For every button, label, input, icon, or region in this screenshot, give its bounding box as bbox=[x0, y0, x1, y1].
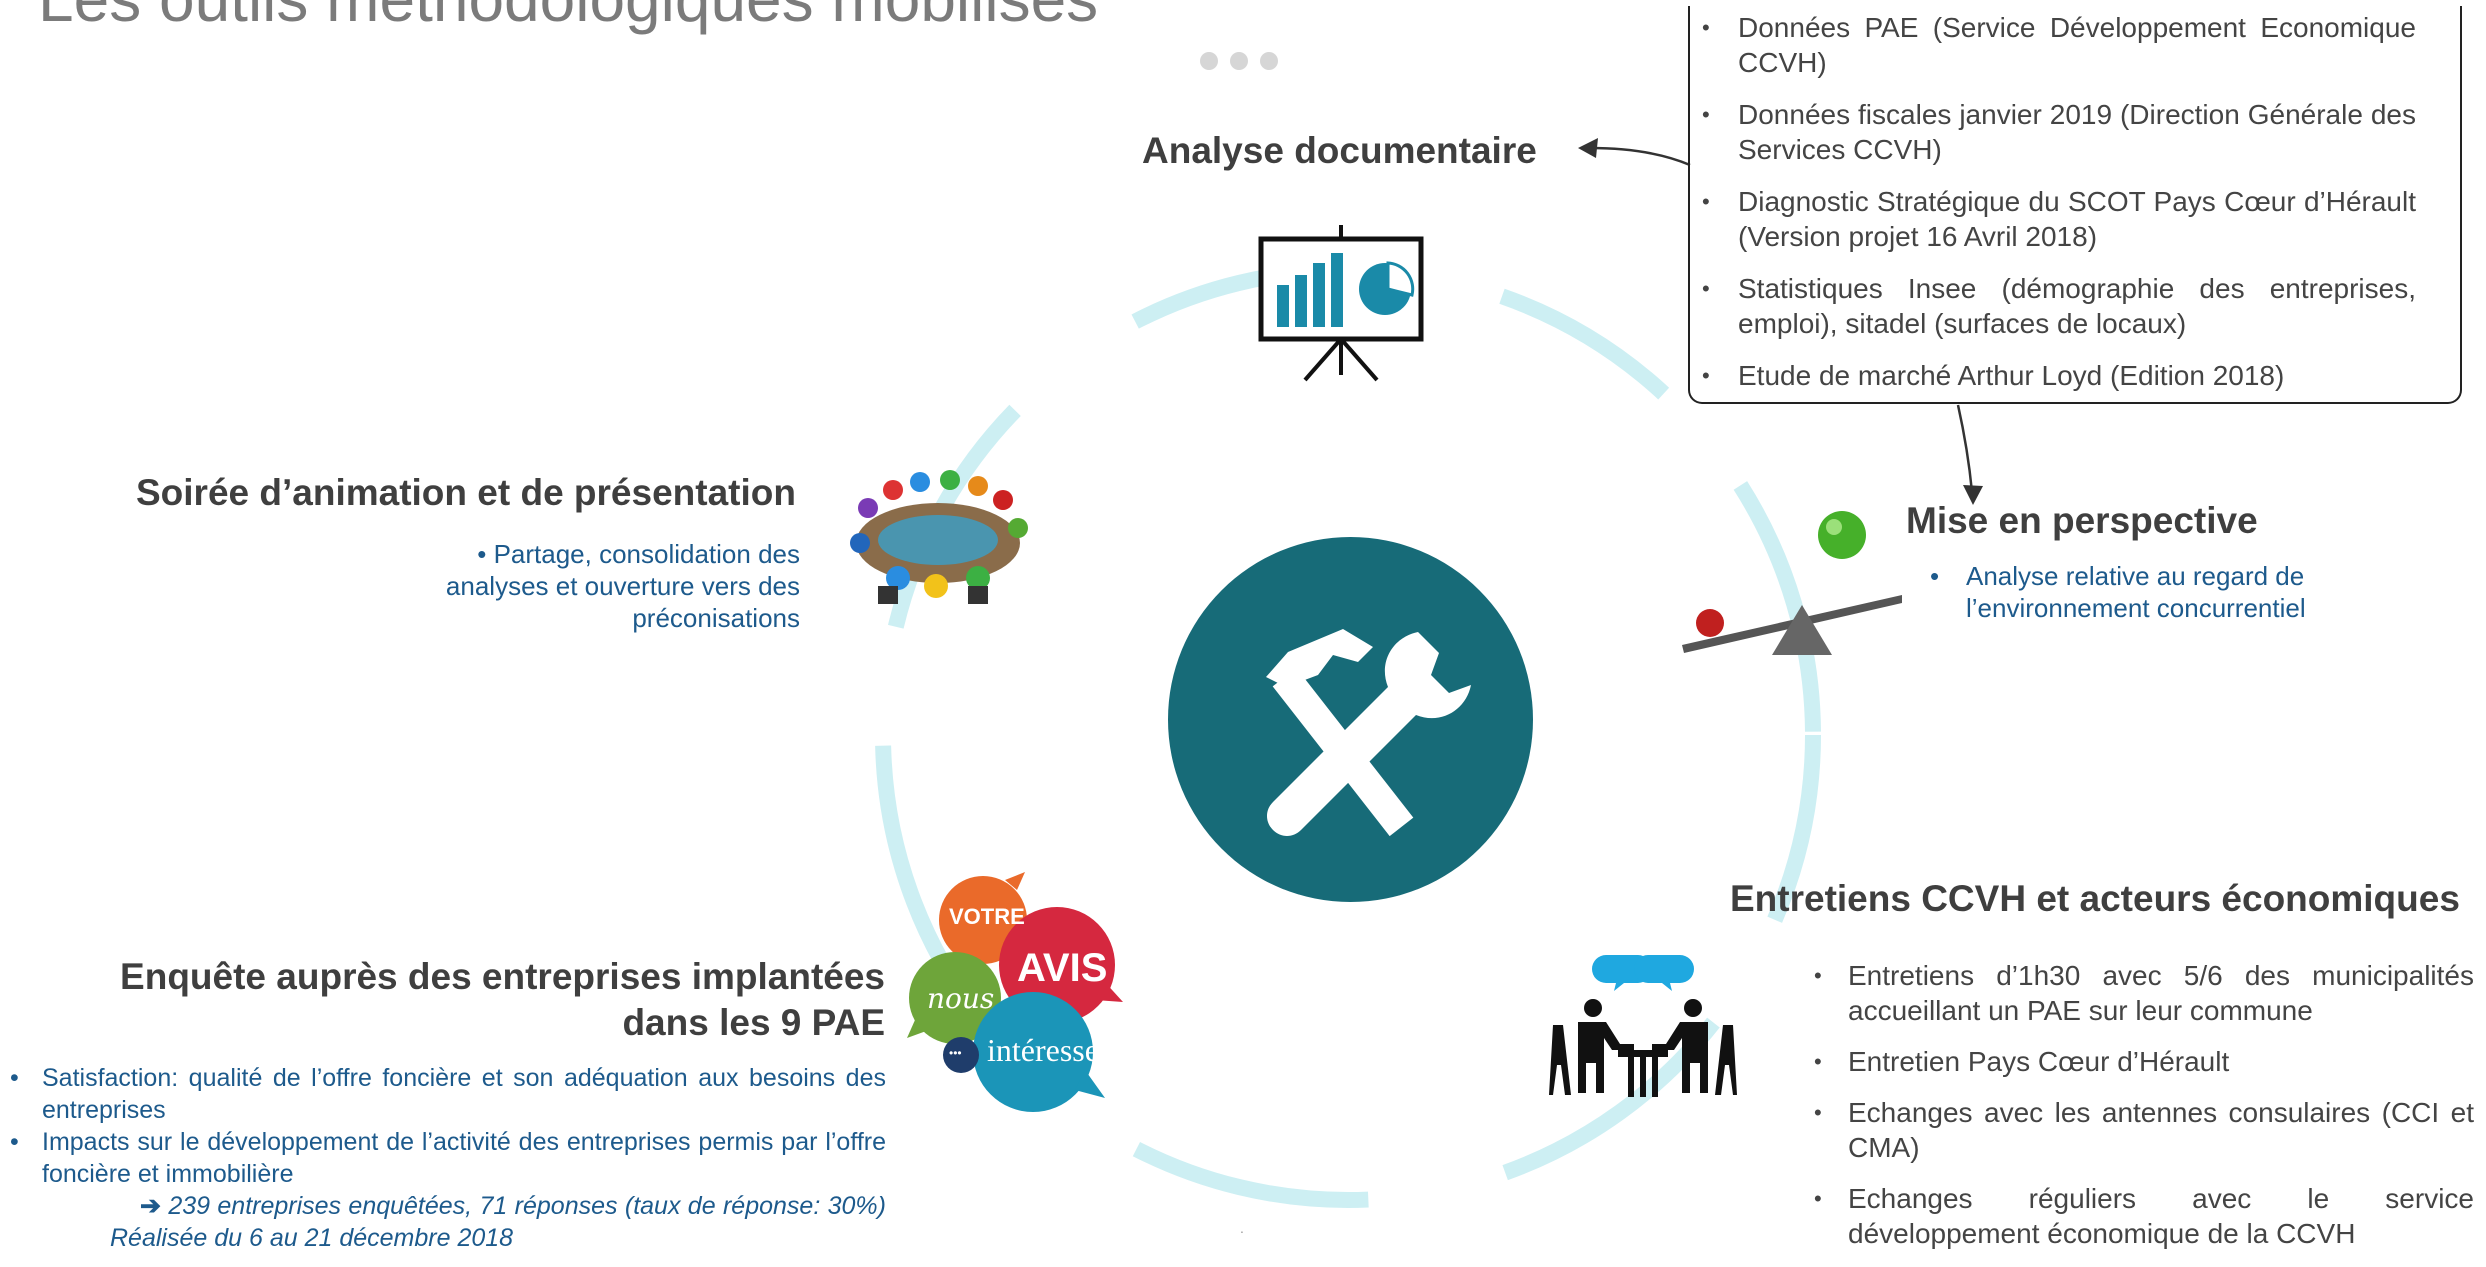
soiree-heading: Soirée d’animation et de présentation bbox=[136, 472, 796, 513]
source-item: Statistiques Insee (démographie des entr… bbox=[1690, 271, 2416, 341]
slide-title: Les outils méthodologiques mobilisés bbox=[38, 0, 1098, 36]
enquete-note-text: 239 entreprises enquêtées, 71 réponses (… bbox=[110, 1192, 886, 1252]
presentation-board-icon bbox=[1258, 225, 1424, 382]
entretiens-item: Echanges réguliers avec le service dével… bbox=[1802, 1181, 2474, 1251]
entretiens-item: Entretiens d’1h30 avec 5/6 des municipal… bbox=[1802, 958, 2474, 1028]
enquete-note: ➔ 239 entreprises enquêtées, 71 réponses… bbox=[110, 1190, 886, 1254]
source-item: Etude de marché Arthur Loyd (Edition 201… bbox=[1690, 358, 2416, 393]
source-item: Données PAE (Service Développement Econo… bbox=[1690, 10, 2416, 80]
source-item: Diagnostic Stratégique du SCOT Pays Cœur… bbox=[1690, 184, 2416, 254]
enquete-heading-line2: dans les 9 PAE bbox=[622, 1002, 885, 1043]
bubble-avis: AVIS bbox=[1017, 946, 1108, 990]
arrow-to-perspective bbox=[1956, 404, 1983, 505]
entretiens-heading: Entretiens CCVH et acteurs économiques bbox=[1730, 878, 2460, 919]
entretiens-list: Entretiens d’1h30 avec 5/6 des municipal… bbox=[1802, 958, 2474, 1267]
perspective-heading: Mise en perspective bbox=[1906, 500, 2258, 541]
more-dots-icon bbox=[1200, 52, 1278, 70]
bullet-dot: • bbox=[477, 539, 494, 569]
speech-bubbles-icon: VOTRE AVIS nous intéresse ••• bbox=[905, 870, 1125, 1120]
interview-icon bbox=[1549, 955, 1737, 1097]
enquete-heading: Enquête auprès des entreprises implantée… bbox=[40, 954, 885, 1046]
center-circle bbox=[1168, 537, 1533, 902]
meeting-table-icon bbox=[850, 470, 1028, 604]
perspective-bullet: Analyse relative au regard de l’environn… bbox=[1920, 560, 2340, 624]
enquete-heading-line1: Enquête auprès des entreprises implantée… bbox=[120, 956, 885, 997]
enquete-list: Satisfaction: qualité de l’offre foncièr… bbox=[0, 1062, 886, 1190]
entretiens-item: Entretien Pays Cœur d’Hérault bbox=[1802, 1044, 2474, 1079]
perspective-list: Analyse relative au regard de l’environn… bbox=[1920, 560, 2340, 624]
bubble-nous: nous bbox=[927, 982, 995, 1015]
tools-icon bbox=[1266, 629, 1471, 837]
arrow-right-icon: ➔ bbox=[140, 1192, 169, 1220]
sources-box: Données PAE (Service Développement Econo… bbox=[1688, 6, 2462, 404]
bubble-ellipsis: ••• bbox=[949, 1046, 962, 1060]
soiree-bullet-block: • Partage, consolidation des analyses et… bbox=[420, 538, 800, 634]
enquete-item: Impacts sur le développement de l’activi… bbox=[0, 1126, 886, 1190]
footer-dot: . bbox=[1240, 1220, 1244, 1236]
entretiens-item: Echanges avec les antennes consulaires (… bbox=[1802, 1095, 2474, 1165]
bubble-interesse: intéresse bbox=[987, 1032, 1099, 1068]
enquete-item: Satisfaction: qualité de l’offre foncièr… bbox=[0, 1062, 886, 1126]
arrow-to-analyse bbox=[1578, 138, 1691, 167]
soiree-bullet: Partage, consolidation des analyses et o… bbox=[445, 539, 800, 633]
bubble-votre: VOTRE bbox=[949, 904, 1025, 929]
bubbles-shapes bbox=[907, 872, 1123, 1112]
balance-icon bbox=[1682, 511, 1902, 655]
source-item: Données fiscales janvier 2019 (Direction… bbox=[1690, 97, 2416, 167]
analyse-heading: Analyse documentaire bbox=[1142, 130, 1537, 171]
